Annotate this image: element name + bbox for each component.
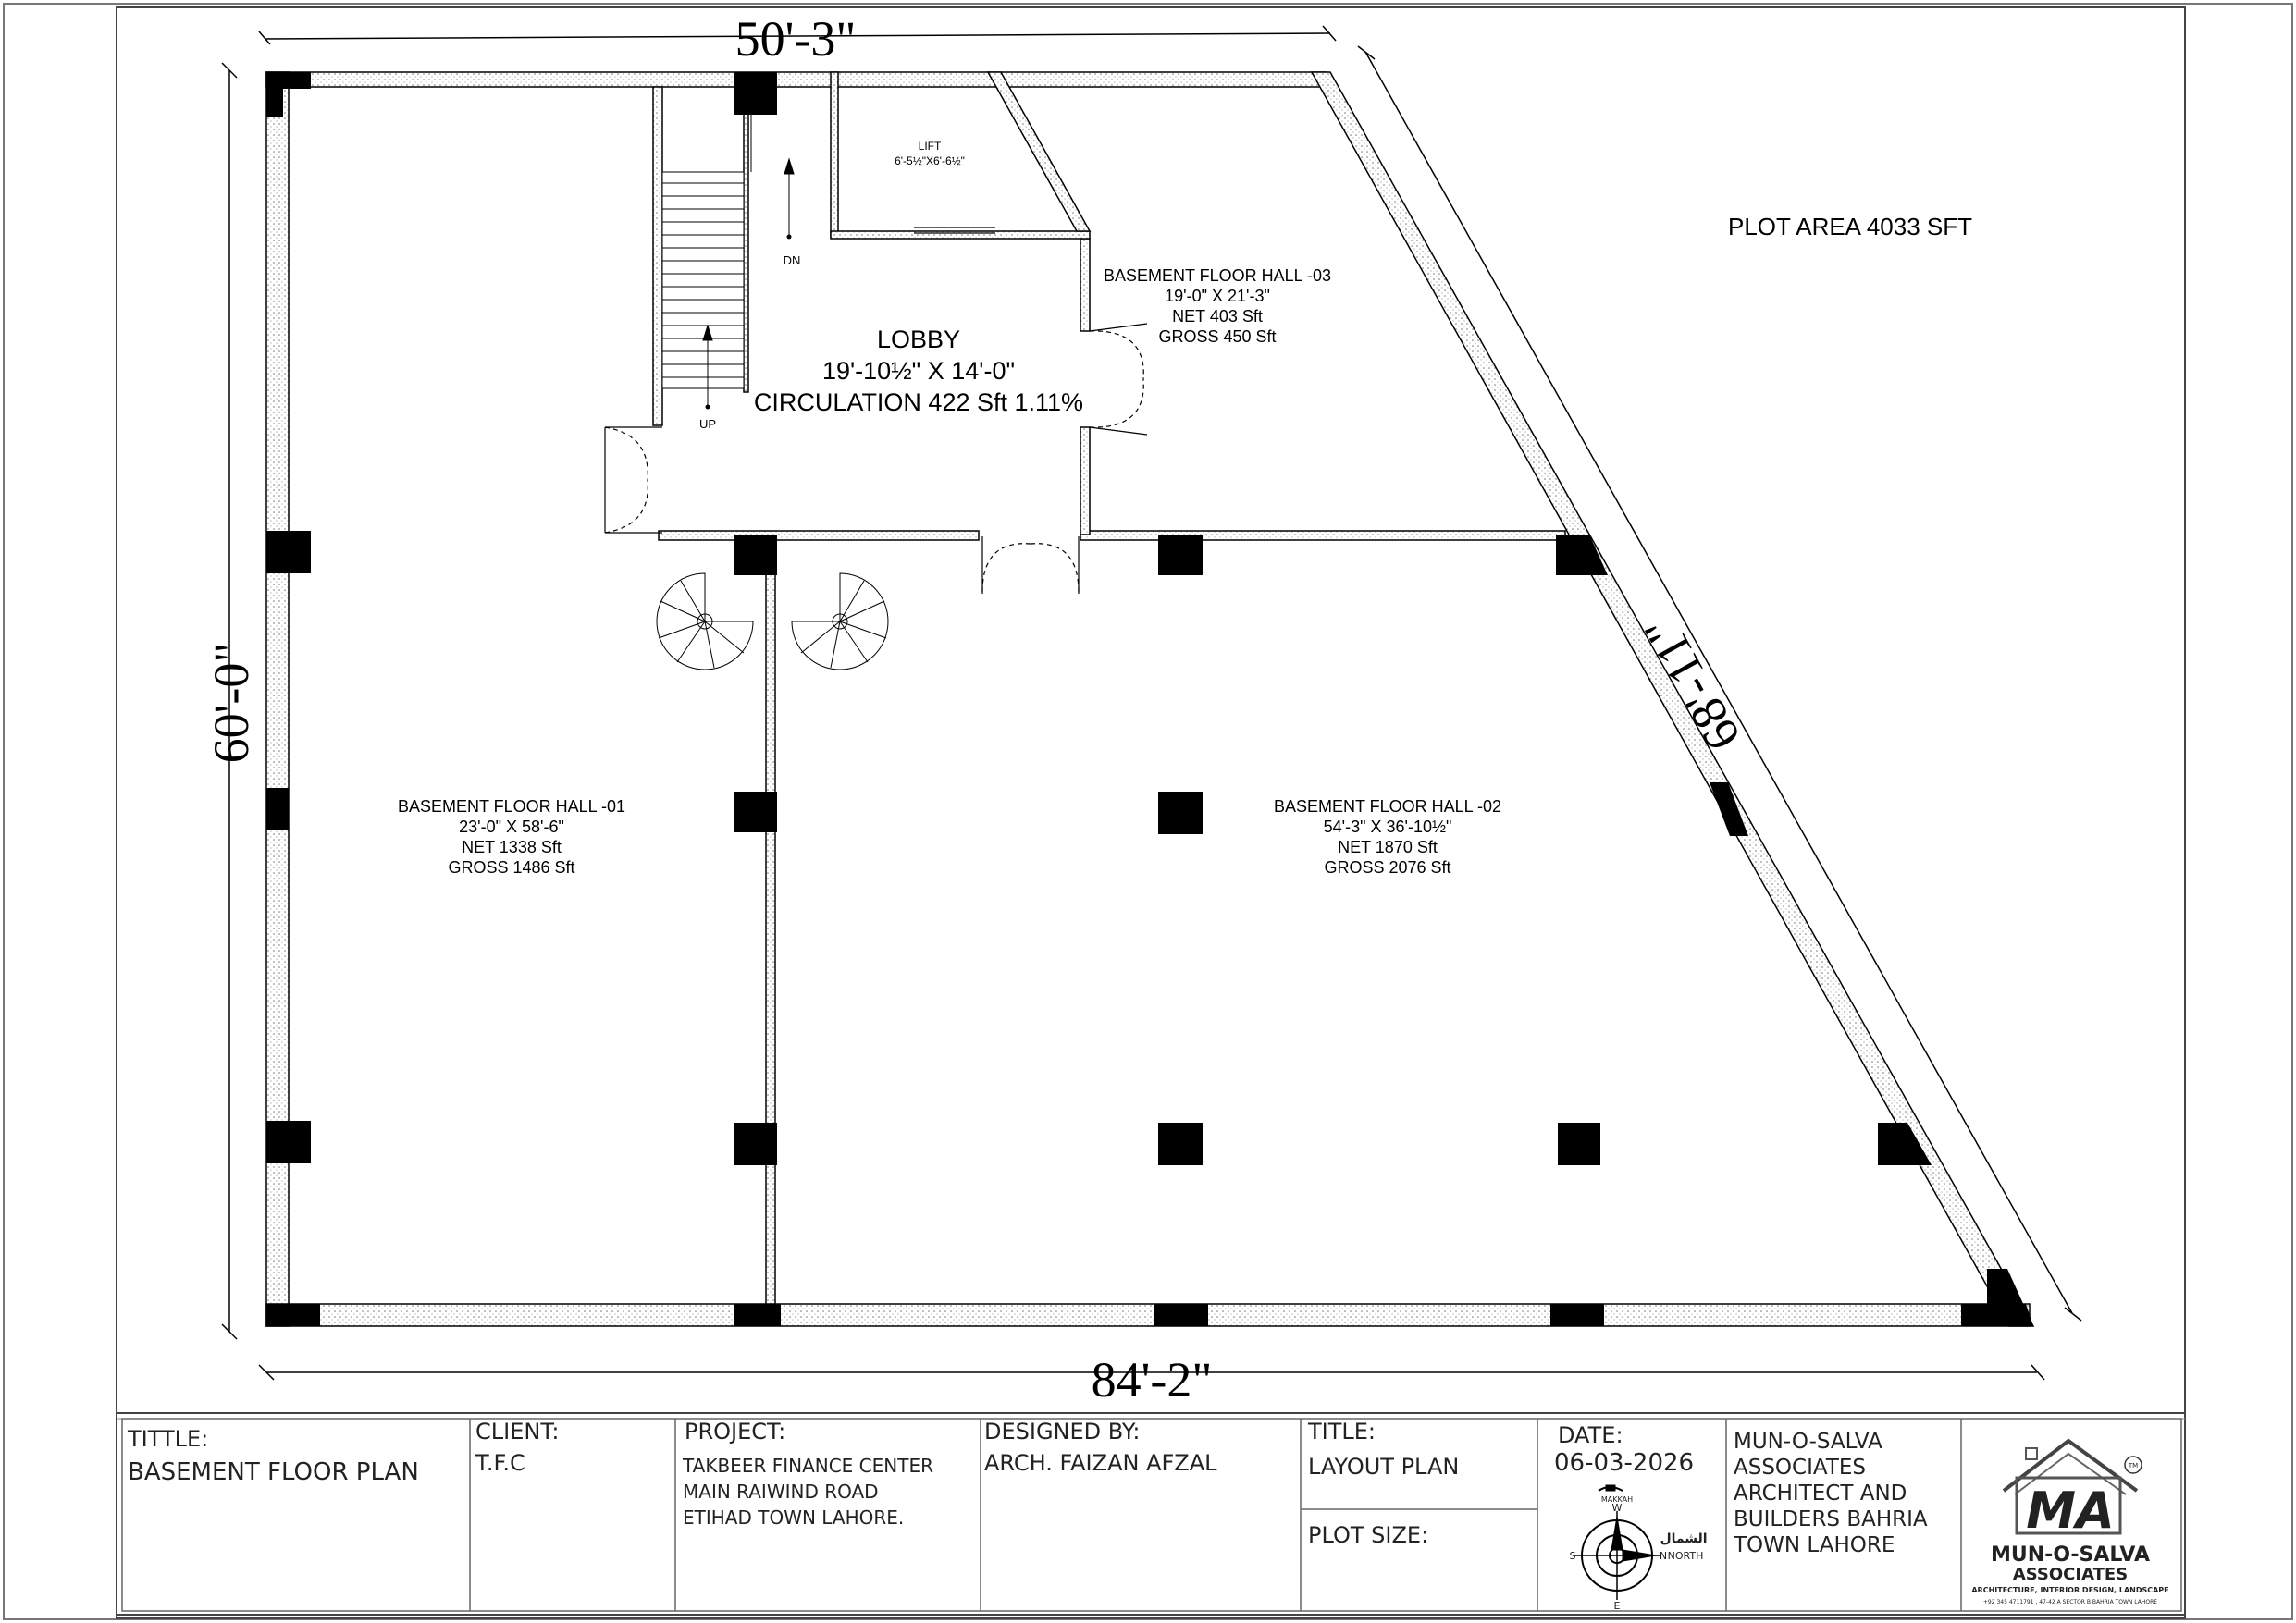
client-label: CLIENT:: [475, 1419, 559, 1445]
firm-line-2: ASSOCIATES: [1734, 1456, 1866, 1480]
project-line-2: MAIN RAIWIND ROAD: [683, 1481, 879, 1503]
tittle-value: BASEMENT FLOOR PLAN: [128, 1458, 419, 1486]
lift-label: LIFT 6'-5½"X6'-6½": [895, 140, 965, 167]
hall3-name: BASEMENT FLOOR HALL -03: [1104, 266, 1331, 285]
logo-contact: +92 345 4711791 , 47-42 A SECTOR B BAHRI…: [1983, 1599, 2157, 1605]
hall2-gross: GROSS 2076 Sft: [1324, 858, 1450, 877]
hall1-label: BASEMENT FLOOR HALL -01 23'-0" X 58'-6" …: [398, 797, 625, 877]
compass-n: N: [1660, 1550, 1667, 1562]
client-value: T.F.C: [475, 1450, 525, 1476]
date-value: 06-03-2026: [1554, 1449, 1694, 1477]
designed-value: ARCH. FAIZAN AFZAL: [984, 1450, 1217, 1476]
doors: [604, 323, 1148, 594]
title-label: TITLE:: [1307, 1419, 1376, 1445]
logo-monogram: MA: [2026, 1482, 2115, 1540]
project-label: PROJECT:: [685, 1419, 785, 1445]
logo-name: MUN-O-SALVA: [1991, 1543, 2150, 1567]
firm-logo: MA TM MUN-O-SALVA ASSOCIATES ARCHITECTUR…: [1971, 1438, 2169, 1605]
designed-label: DESIGNED BY:: [984, 1419, 1141, 1445]
outer-walls: [265, 71, 2035, 1327]
lift-name: LIFT: [919, 140, 942, 153]
dimension-left: 60'-0": [204, 643, 259, 764]
lobby-label: LOBBY 19'-10½" X 14'-0" CIRCULATION 422 …: [754, 326, 1083, 416]
date-label: DATE:: [1558, 1422, 1623, 1448]
firm-line-5: TOWN LAHORE: [1733, 1533, 1895, 1557]
spiral-stair-left: [656, 572, 754, 670]
stair-up-label: UP: [699, 417, 716, 431]
plot-area-label: PLOT AREA 4033 SFT: [1728, 213, 1972, 240]
firm-line-1: MUN-O-SALVA: [1734, 1430, 1882, 1454]
dimension-lines: [221, 25, 2082, 1381]
logo-sub: ASSOCIATES: [2013, 1565, 2128, 1584]
lift-door: [914, 227, 995, 234]
compass-e: E: [1614, 1600, 1621, 1612]
hall3-net: NET 403 Sft: [1172, 307, 1263, 326]
inner-walls: [652, 71, 1566, 1305]
hall2-net: NET 1870 Sft: [1338, 838, 1438, 856]
hall1-net: NET 1338 Sft: [462, 838, 562, 856]
hall1-name: BASEMENT FLOOR HALL -01: [398, 797, 625, 816]
hall1-gross: GROSS 1486 Sft: [448, 858, 574, 877]
structural-columns: [266, 72, 2033, 1326]
hall1-size: 23'-0" X 58'-6": [459, 818, 564, 836]
firm-line-4: BUILDERS BAHRIA: [1734, 1507, 1928, 1531]
hall2-name: BASEMENT FLOOR HALL -02: [1274, 797, 1501, 816]
stairs: [661, 72, 795, 410]
spiral-stair-right: [791, 572, 889, 670]
stair-down-label: DN: [784, 253, 801, 267]
hall2-size: 54'-3" X 36'-10½": [1324, 818, 1452, 836]
title-value: LAYOUT PLAN: [1308, 1454, 1459, 1480]
project-line-3: ETIHAD TOWN LAHORE.: [683, 1506, 904, 1529]
tittle-label: TITTLE:: [127, 1426, 208, 1452]
hall3-label: BASEMENT FLOOR HALL -03 19'-0" X 21'-3" …: [1104, 266, 1331, 346]
compass-icon: MAKKAH W S N E NORTH الشمال: [1570, 1484, 1708, 1612]
compass-north: NORTH: [1668, 1550, 1704, 1562]
plot-size-label: PLOT SIZE:: [1308, 1522, 1428, 1548]
logo-tagline: ARCHITECTURE, INTERIOR DESIGN, LANDSCAPE: [1971, 1586, 2168, 1594]
hall3-size: 19'-0" X 21'-3": [1165, 287, 1270, 305]
lobby-size: 19'-10½" X 14'-0": [822, 357, 1015, 385]
firm-line-3: ARCHITECT AND: [1734, 1482, 1907, 1506]
sheet-inner-border: [116, 6, 2186, 1619]
compass-makkah: MAKKAH: [1601, 1495, 1633, 1504]
project-line-1: TAKBEER FINANCE CENTER: [682, 1455, 933, 1477]
hall2-label: BASEMENT FLOOR HALL -02 54'-3" X 36'-10½…: [1274, 797, 1501, 877]
logo-tm: TM: [2128, 1462, 2138, 1469]
lift-size: 6'-5½"X6'-6½": [895, 154, 965, 167]
lobby-circulation: CIRCULATION 422 Sft 1.11%: [754, 388, 1083, 416]
title-block: TITTLE: BASEMENT FLOOR PLAN CLIENT: T.F.…: [116, 1412, 2186, 1616]
compass-w: W: [1612, 1502, 1623, 1514]
lobby-name: LOBBY: [877, 326, 960, 353]
dimension-top: 50'-3": [735, 11, 857, 67]
dimension-diagonal: 68'-11": [1633, 607, 1751, 759]
hall3-gross: GROSS 450 Sft: [1158, 327, 1276, 346]
dimension-bottom: 84'-2": [1092, 1352, 1213, 1408]
compass-s: S: [1570, 1550, 1576, 1562]
compass-north-arabic: الشمال: [1660, 1531, 1707, 1546]
